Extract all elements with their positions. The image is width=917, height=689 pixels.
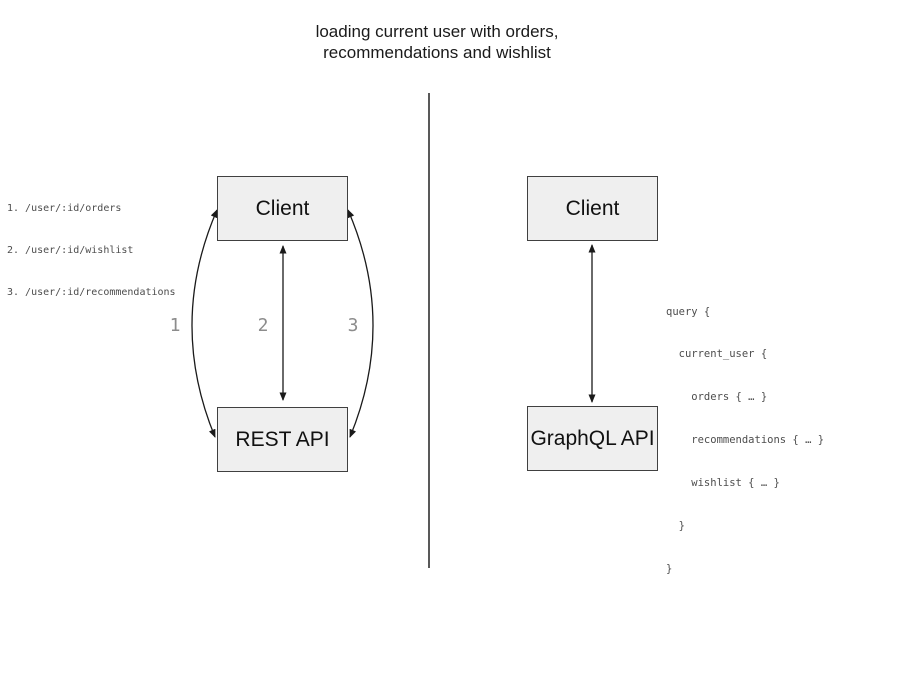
query-line-current-user: current_user {	[666, 348, 768, 361]
arrow-label-1: 1	[169, 315, 181, 336]
right-client-box: Client	[527, 176, 658, 241]
rest-endpoint-wishlist: 2. /user/:id/wishlist	[7, 245, 134, 256]
rest-endpoint-list: 1. /user/:id/orders 2. /user/:id/wishlis…	[7, 174, 176, 328]
curved-arrow-3	[347, 209, 374, 438]
rest-endpoint-recommendations: 3. /user/:id/recommendations	[7, 287, 176, 298]
rest-api-box: REST API	[217, 407, 348, 472]
left-client-box-label: Client	[255, 196, 310, 220]
query-line-recommendations: recommendations { … }	[666, 434, 825, 447]
diagram-title-line2: recommendations and wishlist	[323, 43, 551, 62]
query-line-close-outer: }	[666, 562, 673, 575]
arrow-label-3: 3	[347, 315, 359, 336]
query-line-close-inner: }	[666, 520, 685, 533]
arrow-label-2: 2	[257, 315, 269, 336]
rest-endpoint-orders: 1. /user/:id/orders	[7, 203, 122, 214]
graphql-query-snippet: query { current_user { orders { … } reco…	[666, 276, 824, 605]
curved-arrow-1	[191, 209, 218, 438]
query-line-orders: orders { … }	[666, 391, 768, 404]
diagram-title-line1: loading current user with orders,	[315, 22, 559, 41]
graphql-api-box-label: GraphQL API	[530, 426, 655, 450]
graphql-api-box: GraphQL API	[527, 406, 658, 471]
query-line-wishlist: wishlist { … }	[666, 477, 780, 490]
left-client-box: Client	[217, 176, 348, 241]
query-line-open: query {	[666, 305, 711, 318]
diagram-title: loading current user with orders, recomm…	[137, 21, 737, 63]
rest-api-box-label: REST API	[235, 427, 330, 451]
right-client-box-label: Client	[565, 196, 620, 220]
